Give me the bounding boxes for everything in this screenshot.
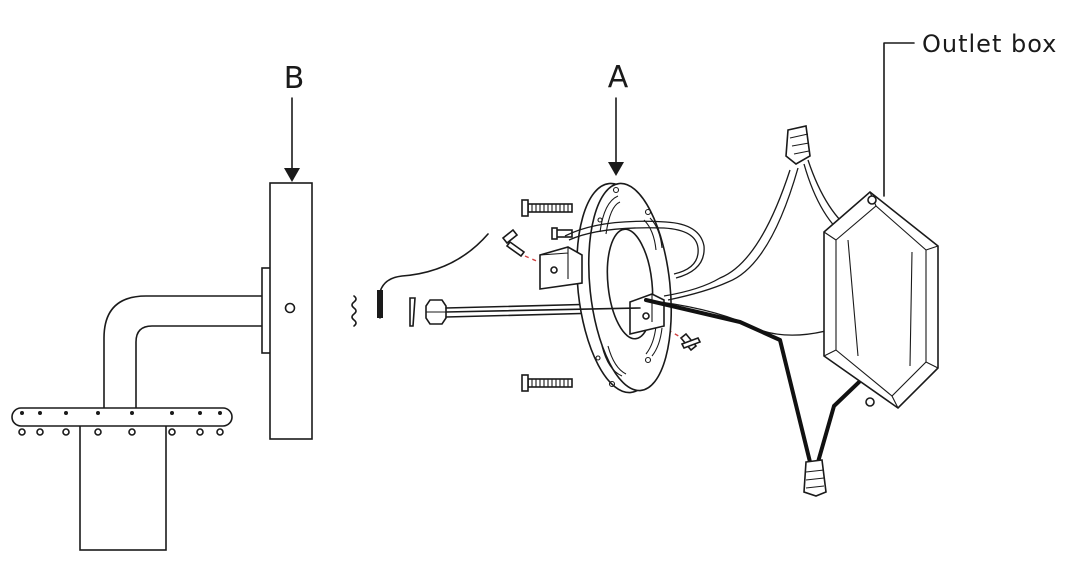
- fixture-ring: [11, 407, 233, 427]
- bracket-left: [539, 246, 583, 290]
- fixture-wire: [379, 233, 489, 319]
- outlet-box-outer: [823, 190, 939, 410]
- rod-top: [445, 303, 601, 309]
- pin-part: [409, 297, 416, 327]
- outlet-box-leader: [883, 42, 915, 197]
- label-b: B: [284, 61, 305, 96]
- rod-bottom: [445, 312, 601, 318]
- screw-bottom: [521, 374, 573, 392]
- box-screw-bottom: [865, 397, 875, 407]
- label-a-callout: A: [608, 60, 629, 176]
- ring-studs: [18, 411, 224, 436]
- wall-fixture: [11, 182, 313, 551]
- fixture-arm-outer: [103, 295, 263, 411]
- ground-wire: [564, 220, 705, 279]
- label-a-arrowhead: [608, 162, 624, 176]
- white-wire-a: [663, 169, 791, 297]
- outlet-box: [823, 190, 939, 410]
- label-b-callout: B: [284, 61, 305, 182]
- label-a: A: [608, 60, 629, 95]
- fixture-arm-inner: [135, 325, 263, 411]
- black-wire-a: [644, 298, 812, 464]
- small-screw-top: [551, 227, 573, 240]
- spring-part: [351, 295, 357, 327]
- wire-nut-top: [785, 125, 811, 165]
- fixture-shade: [79, 409, 167, 551]
- box-screw-top: [867, 195, 877, 205]
- backplate-hole: [284, 302, 296, 314]
- outlet-box-callout: Outlet box: [883, 30, 1057, 197]
- small-parts: [351, 233, 489, 327]
- screw-top: [521, 199, 573, 217]
- outlet-box-label: Outlet box: [922, 30, 1057, 58]
- wire-end: [377, 290, 383, 318]
- wire-nut-bottom: [803, 459, 827, 497]
- label-b-arrowhead: [284, 168, 300, 182]
- small-screw-left: [501, 228, 549, 267]
- mounting-plate: [576, 182, 673, 394]
- wires: [445, 159, 919, 464]
